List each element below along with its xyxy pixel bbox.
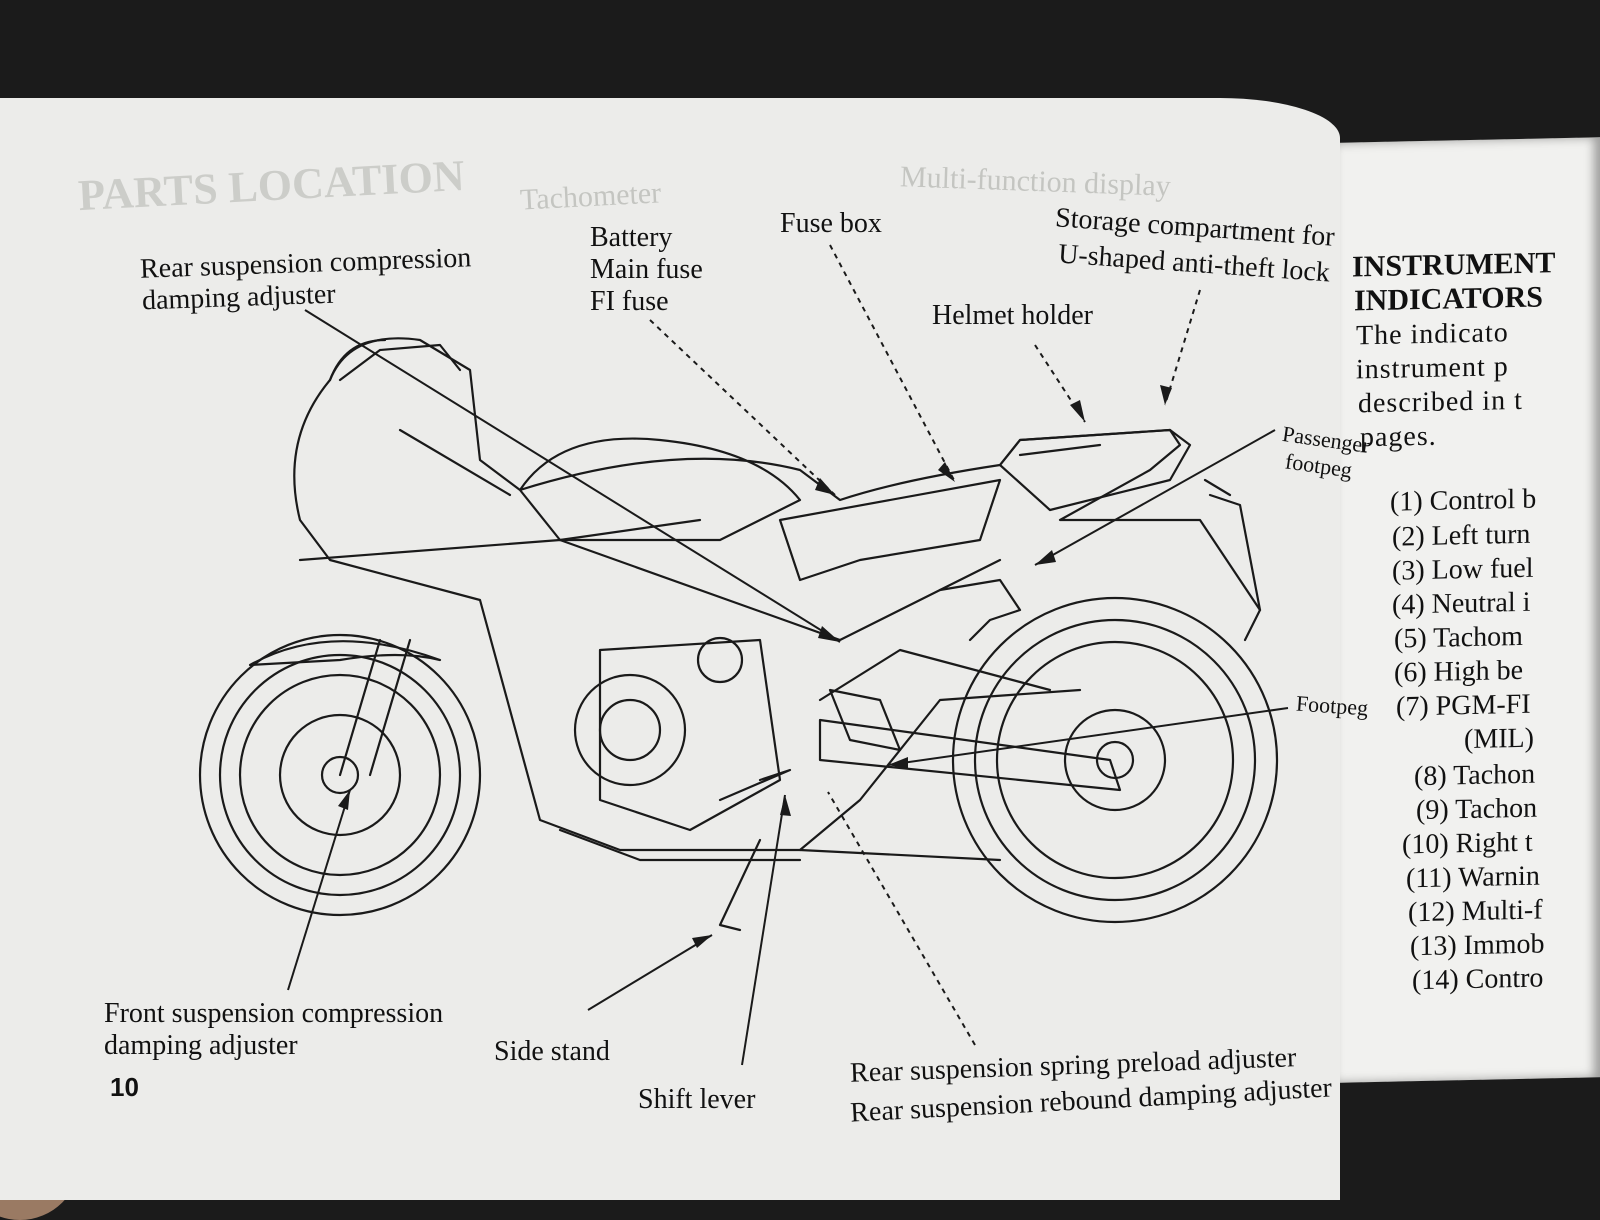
leader-front-suspension xyxy=(287,789,351,991)
label-battery: Battery xyxy=(590,222,673,253)
front-wheel xyxy=(198,633,482,917)
leader-battery xyxy=(649,319,836,496)
leader-rear-compression xyxy=(304,309,841,643)
arrowhead xyxy=(780,795,791,816)
label-front-suspension-1: Front suspension compression xyxy=(104,998,444,1029)
label-fi-fuse: FI fuse xyxy=(590,286,669,317)
body-fairing xyxy=(293,337,1262,852)
arrowhead xyxy=(888,757,908,769)
arrowhead xyxy=(338,790,350,810)
handlebar xyxy=(328,338,512,497)
leader-fuse-box xyxy=(829,244,956,483)
license-bracket xyxy=(1203,478,1262,642)
label-main-fuse: Main fuse xyxy=(590,254,703,285)
leader-shift-lever xyxy=(741,794,786,1066)
footpeg-part xyxy=(828,688,902,752)
leader-footpeg xyxy=(887,707,1289,766)
arrowhead xyxy=(1070,400,1085,422)
passenger-footpeg-part xyxy=(938,578,1022,642)
rear-wheel xyxy=(951,596,1279,924)
arrowhead xyxy=(692,935,712,948)
label-shift-lever: Shift lever xyxy=(638,1084,756,1115)
arrowhead xyxy=(815,478,835,495)
page-number: 10 xyxy=(110,1072,139,1102)
leader-passenger-footpeg xyxy=(1034,429,1276,566)
arrowhead xyxy=(938,462,955,482)
front-fork xyxy=(338,638,412,777)
side-stand-part xyxy=(718,838,762,932)
arrowhead xyxy=(1160,385,1172,405)
label-fuse-box: Fuse box xyxy=(780,208,882,239)
leader-rear-spring xyxy=(827,791,976,1046)
arrowhead xyxy=(1035,550,1056,565)
label-side-stand: Side stand xyxy=(494,1036,610,1067)
swingarm xyxy=(818,648,1122,792)
leader-side-stand xyxy=(587,934,713,1011)
arrowhead xyxy=(818,626,840,642)
front-fender xyxy=(248,640,442,667)
exhaust xyxy=(798,848,1002,862)
shift-lever-part xyxy=(718,768,792,802)
label-front-suspension-2: damping adjuster xyxy=(104,1030,298,1061)
tail-section xyxy=(998,428,1192,512)
label-helmet-holder: Helmet holder xyxy=(932,300,1093,331)
frame xyxy=(298,518,1002,642)
leader-storage xyxy=(1164,289,1201,406)
label-footpeg: Footpeg xyxy=(1295,690,1369,721)
left-page xyxy=(0,98,1340,1200)
engine xyxy=(558,636,802,862)
